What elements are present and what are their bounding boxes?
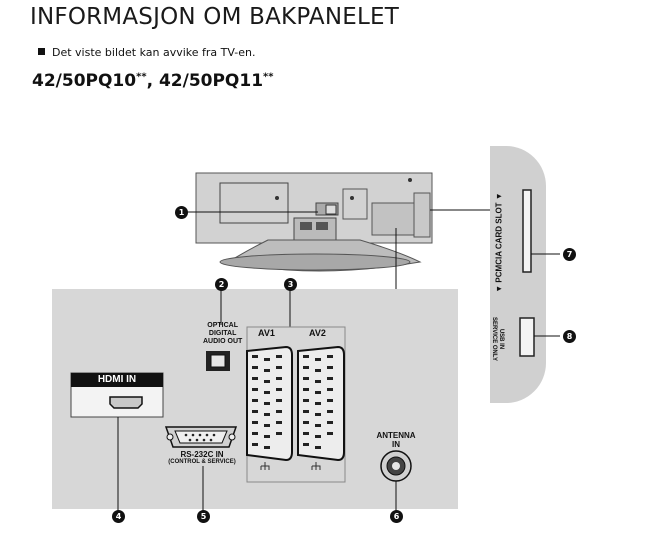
bullet-icon	[38, 48, 45, 55]
model-a-suffix: **	[136, 71, 147, 83]
pcmcia-label: ▼ PCMCIA CARD SLOT ▼	[494, 192, 504, 293]
callout-7: 7	[563, 248, 576, 261]
model-sep: ,	[146, 71, 159, 91]
optical-label-2: DIGITAL	[208, 330, 237, 337]
callout-5: 5	[197, 510, 210, 523]
model-heading: 42/50PQ10**, 42/50PQ11**	[32, 71, 274, 91]
callout-6: 6	[390, 510, 403, 523]
antenna-label-2: IN	[392, 440, 400, 449]
callout-1: 1	[175, 206, 188, 219]
callout-8: 8	[563, 330, 576, 343]
callout-2: 2	[215, 278, 228, 291]
rs232-label: RS-232C IN	[180, 450, 224, 459]
disclaimer-text: Det viste bildet kan avvike fra TV-en.	[52, 46, 256, 59]
antenna-label: ANTENNA IN	[372, 431, 420, 449]
callout-4: 4	[112, 510, 125, 523]
antenna-label-1: ANTENNA	[376, 431, 416, 440]
usb-label-2: SERVICE ONLY	[491, 316, 497, 361]
av1-label: AV1	[258, 328, 275, 338]
usb-label: USB IN SERVICE ONLY	[490, 304, 504, 374]
model-b: 42/50PQ11	[158, 71, 264, 91]
av2-label: AV2	[309, 328, 326, 338]
rs232-sublabel: (CONTROL & SERVICE)	[168, 459, 236, 465]
usb-label-1: USB IN	[498, 328, 504, 350]
hdmi-label: HDMI IN	[97, 374, 137, 385]
optical-label-3: AUDIO OUT	[203, 338, 243, 345]
optical-label: OPTICAL DIGITAL AUDIO OUT	[203, 322, 242, 346]
model-b-suffix: **	[263, 71, 274, 83]
model-a: 42/50PQ10	[32, 71, 137, 91]
optical-label-1: OPTICAL	[207, 322, 238, 329]
callout-3: 3	[284, 278, 297, 291]
page-title: INFORMASJON OM BAKPANELET	[30, 4, 400, 30]
disclaimer-note: Det viste bildet kan avvike fra TV-en.	[38, 46, 255, 59]
side-panel	[490, 146, 546, 403]
